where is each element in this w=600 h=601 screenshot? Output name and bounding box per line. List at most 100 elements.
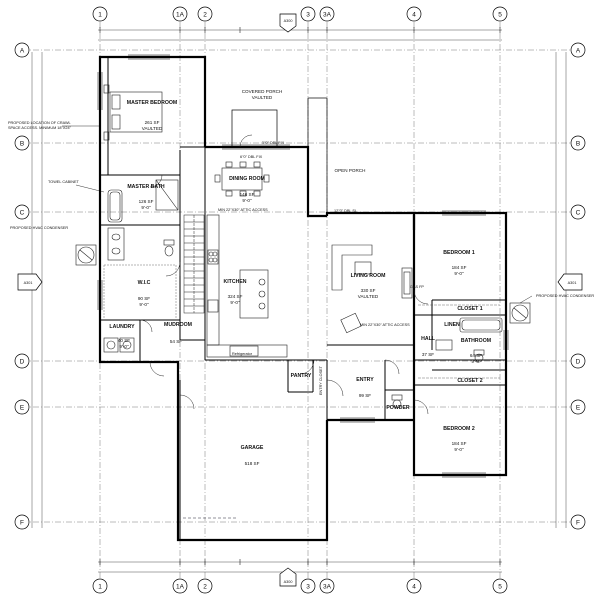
room-garage: GARAGE 518 SF	[241, 445, 264, 466]
open-porch-outline	[307, 97, 328, 217]
svg-text:SPACE ACCESS. MINIMUM 18"X24": SPACE ACCESS. MINIMUM 18"X24"	[8, 126, 72, 130]
svg-text:B: B	[20, 140, 24, 147]
svg-text:A301: A301	[568, 281, 577, 285]
svg-text:1: 1	[98, 11, 102, 18]
attic-access-note-1: MIN 22"X30" ATTIC ACCESS	[218, 208, 268, 212]
svg-text:D: D	[20, 358, 25, 365]
room-laundry: LAUNDRY 40 SF 9'-0"	[109, 324, 135, 349]
svg-text:184 SF: 184 SF	[452, 265, 467, 270]
room-name: MASTER BEDROOM	[127, 100, 177, 106]
toilet-icon	[163, 239, 175, 257]
hvac-right-note: PROPOSED HVAC CONDENSER	[536, 294, 594, 298]
svg-text:A300: A300	[284, 580, 293, 584]
svg-text:W.I.C: W.I.C	[138, 280, 151, 286]
room-living: LIVING ROOM 330 SF VAULTED	[351, 273, 386, 299]
room-wic: W.I.C 90 SF 9'-0"	[138, 280, 151, 307]
svg-text:ENTRY: ENTRY	[356, 377, 374, 383]
grid-bubble-row: C	[14, 204, 30, 220]
room-open-porch: OPEN PORCH	[335, 168, 366, 173]
svg-text:E: E	[20, 404, 25, 411]
svg-text:MASTER BATH: MASTER BATH	[127, 184, 165, 190]
svg-text:126 SF: 126 SF	[139, 199, 154, 204]
grid-bubble-col: 5	[492, 578, 508, 594]
room-area: 261 SF	[145, 120, 160, 125]
hvac-condenser-right-icon	[509, 302, 531, 324]
grid-bubble-row: B	[570, 135, 586, 151]
powder-fixtures	[391, 394, 403, 409]
armchair-icon	[340, 312, 362, 334]
fireplace-icon	[401, 267, 413, 299]
svg-text:40 SF: 40 SF	[118, 338, 130, 343]
svg-text:9'-0": 9'-0"	[119, 344, 129, 349]
svg-text:COVERED PORCH: COVERED PORCH	[242, 89, 283, 94]
room-master-bedroom: MASTER BEDROOM 261 SF VAULTED	[127, 100, 177, 131]
grid-bubble-row: A	[14, 42, 30, 58]
room-pantry: PANTRY	[291, 373, 312, 379]
svg-text:518 SF: 518 SF	[245, 461, 260, 466]
hvac-left-note: PROPOSED HVAC CONDENSER	[10, 226, 68, 230]
svg-text:C: C	[20, 209, 25, 216]
svg-text:3A: 3A	[323, 583, 332, 590]
grid-bubble-row: E	[14, 399, 30, 415]
svg-text:VAULTED: VAULTED	[358, 294, 379, 299]
svg-text:A: A	[20, 47, 25, 54]
svg-text:4: 4	[412, 583, 416, 590]
svg-text:MUDROOM: MUDROOM	[164, 322, 192, 328]
bathtub-icon	[107, 189, 123, 223]
svg-text:64 SF: 64 SF	[470, 353, 482, 358]
room-bathroom: BATHROOM 64 SF 9'-0"	[461, 338, 491, 364]
svg-text:D: D	[576, 358, 581, 365]
grid-bubble-row: B	[14, 135, 30, 151]
svg-text:CLOSET 1: CLOSET 1	[457, 306, 482, 312]
svg-text:5: 5	[498, 583, 502, 590]
room-entry: ENTRY 99 SF	[356, 377, 374, 398]
crawl-space-note: PROPOSED LOCATION OF CRAWL	[8, 121, 71, 125]
svg-text:9'-0": 9'-0"	[454, 447, 464, 452]
grid-bubble-row: C	[570, 204, 586, 220]
door-swings	[139, 134, 429, 415]
grid-bubble-row: D	[570, 353, 586, 369]
stairs	[183, 214, 205, 314]
svg-text:330 SF: 330 SF	[361, 288, 376, 293]
grid-bubble-col: 4	[406, 6, 422, 22]
svg-text:POWDER: POWDER	[386, 405, 410, 411]
grid-bubble-col: 1	[92, 6, 108, 22]
room-master-bath: MASTER BATH 126 SF 9'-0"	[127, 184, 165, 210]
refrigerator-label: Refrigerator	[232, 352, 253, 356]
grid-bubble-col: 2	[197, 578, 213, 594]
grid-bubble-col: 3	[300, 6, 316, 22]
window-tag: 5"0" DBL FIX	[262, 141, 285, 145]
grid-bubble-row: D	[14, 353, 30, 369]
windows	[97, 54, 509, 478]
bathroom-fixtures	[435, 317, 503, 363]
svg-text:99 SF: 99 SF	[359, 393, 371, 398]
grid-bubble-col: 1	[92, 578, 108, 594]
grid-bubble-col: 3A	[319, 578, 335, 594]
grid-bubble-row: F	[570, 514, 586, 530]
room-hall: HALL 37 SF	[421, 336, 436, 357]
entry-closet-label: ENTRY CLOSET	[319, 365, 323, 395]
svg-text:LIVING ROOM: LIVING ROOM	[351, 273, 386, 279]
window-tag: 12"0" DBL SL	[334, 209, 357, 213]
svg-text:5: 5	[498, 11, 502, 18]
section-tag-right: A301	[557, 273, 583, 291]
room-bedroom-2: BEDROOM 2 184 SF 9'-0"	[443, 426, 475, 452]
svg-text:1: 1	[98, 583, 102, 590]
window-tag: 6"0" DBL FIX	[240, 155, 263, 159]
vanity-icon	[107, 227, 125, 261]
section-tag-top: A300	[279, 13, 297, 33]
svg-text:OPEN PORCH: OPEN PORCH	[335, 168, 366, 173]
shower-icon	[155, 179, 179, 211]
svg-text:1A: 1A	[176, 583, 185, 590]
grid-bubble-col: 1A	[172, 578, 188, 594]
room-dining: DINING ROOM 146 SF 9'-0"	[229, 176, 265, 203]
hvac-condenser-left-icon	[75, 244, 97, 266]
svg-text:146 SF: 146 SF	[240, 192, 255, 197]
towel-cabinet-note: TOWEL CABINET	[48, 180, 79, 184]
svg-text:54 SF: 54 SF	[170, 339, 182, 344]
svg-text:HALL: HALL	[421, 336, 436, 342]
room-closet-2: CLOSET 2	[457, 378, 482, 384]
grid-bubble-col: 2	[197, 6, 213, 22]
svg-text:90 SF: 90 SF	[138, 296, 150, 301]
svg-text:GARAGE: GARAGE	[241, 445, 264, 451]
